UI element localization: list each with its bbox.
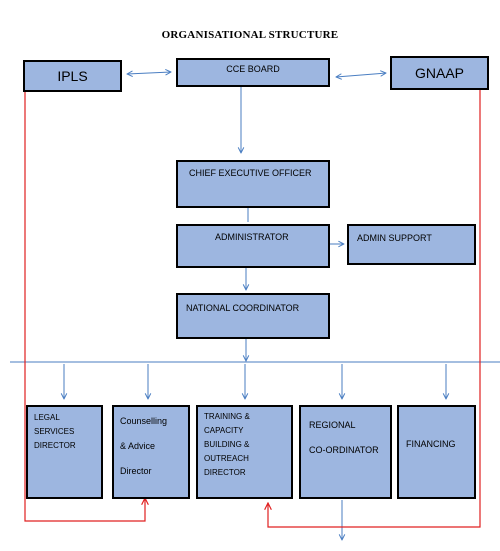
counselling-line-3: Director — [120, 466, 152, 476]
training-line-1: TRAINING & — [204, 412, 250, 421]
legal-line-1: LEGAL — [34, 413, 60, 422]
admin-support-label: ADMIN SUPPORT — [357, 233, 432, 243]
coordinator-box: NATIONAL COORDINATOR — [176, 293, 330, 339]
gnaap-box: GNAAP — [390, 56, 489, 90]
gnaap-label: GNAAP — [414, 65, 464, 81]
board-gnaap-connector — [336, 73, 386, 77]
ipls-box: IPLS — [23, 60, 122, 92]
gnaap-feedback-line — [268, 90, 481, 528]
financing-label: FINANCING — [406, 439, 456, 449]
financing-box: FINANCING — [397, 405, 476, 499]
administrator-box: ADMINISTRATOR — [176, 224, 330, 268]
regional-line-1: REGIONAL — [309, 420, 356, 430]
administrator-label: ADMINISTRATOR — [215, 232, 289, 242]
legal-line-2: SERVICES — [34, 427, 75, 436]
training-box: TRAINING & CAPACITY BUILDING & OUTREACH … — [196, 405, 293, 499]
legal-box: LEGAL SERVICES DIRECTOR — [26, 405, 103, 499]
training-line-5: DIRECTOR — [204, 468, 246, 477]
training-line-2: CAPACITY — [204, 426, 244, 435]
board-box: CCE BOARD — [176, 58, 330, 87]
ceo-label: CHIEF EXECUTIVE OFFICER — [189, 168, 312, 178]
counselling-line-1: Counselling — [120, 416, 168, 426]
board-label: CCE BOARD — [226, 64, 280, 74]
ipls-label: IPLS — [57, 68, 88, 84]
counselling-box: Counselling & Advice Director — [112, 405, 190, 499]
ceo-box: CHIEF EXECUTIVE OFFICER — [176, 160, 330, 208]
legal-line-3: DIRECTOR — [34, 441, 76, 450]
regional-box: REGIONAL CO-ORDINATOR — [299, 405, 392, 499]
coordinator-label: NATIONAL COORDINATOR — [186, 303, 300, 313]
training-line-4: OUTREACH — [204, 454, 249, 463]
training-line-3: BUILDING & — [204, 440, 250, 449]
regional-line-2: CO-ORDINATOR — [309, 445, 379, 455]
ipls-board-connector — [127, 72, 171, 74]
page-title: ORGANISATIONAL STRUCTURE — [161, 29, 339, 41]
admin-support-box: ADMIN SUPPORT — [347, 224, 476, 265]
ipls-feedback-line — [24, 92, 145, 522]
counselling-line-2: & Advice — [120, 441, 156, 451]
